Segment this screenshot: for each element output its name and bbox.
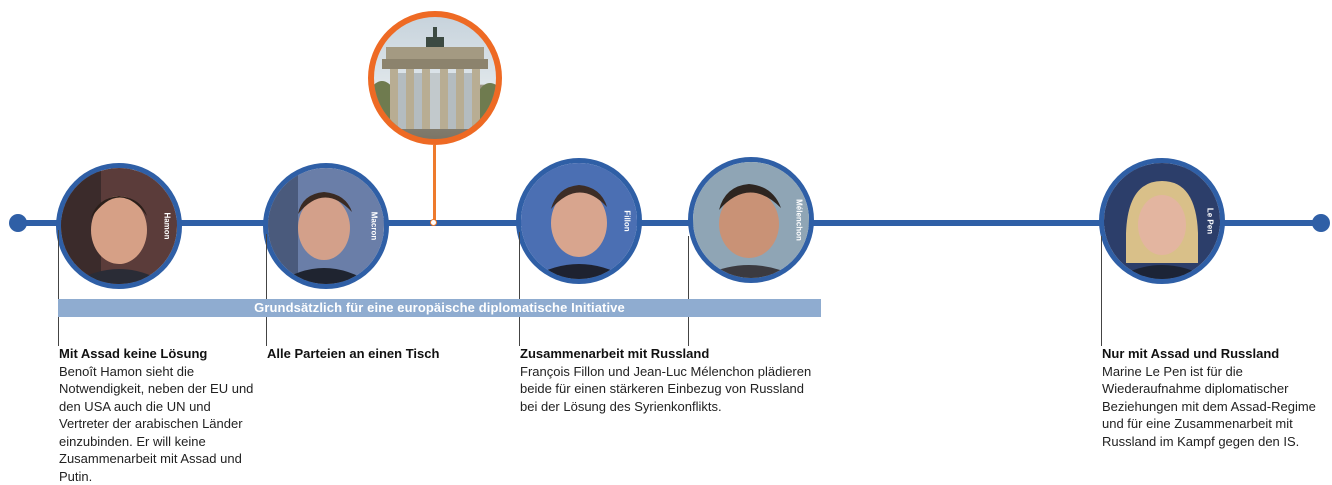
diplomatic-initiative-banner: Grundsätzlich für eine europäische diplo… — [58, 299, 821, 317]
axis-end-dot — [1312, 214, 1330, 232]
note-hamon: Mit Assad keine Lösung Benoît Hamon sieh… — [59, 345, 259, 485]
note-heading: Alle Parteien an einen Tisch — [267, 346, 440, 361]
portrait-macron: Macron — [263, 163, 389, 289]
note-body: Benoît Hamon sieht die Notwendigkeit, ne… — [59, 363, 254, 484]
axis-start-dot — [9, 214, 27, 232]
note-heading: Zusammenarbeit mit Russland — [520, 346, 710, 361]
portrait-name-fillon: Fillon — [622, 210, 632, 232]
note-body: Marine Le Pen ist für die Wiederaufnahme… — [1102, 363, 1316, 449]
note-body: François Fillon und Jean-Luc Mélenchon p… — [520, 363, 812, 414]
connector-melenchon — [688, 236, 689, 346]
note-fillon-melenchon: Zusammenarbeit mit Russland François Fil… — [520, 345, 820, 415]
connector-macron — [266, 234, 267, 346]
portrait-name-macron: Macron — [369, 211, 379, 241]
note-macron: Alle Parteien an einen Tisch — [267, 345, 497, 363]
connector-fillon — [519, 232, 520, 346]
brandenburg-gate-icon — [368, 11, 502, 145]
center-marker-dot — [430, 219, 437, 226]
center-marker-stem — [433, 145, 436, 223]
note-heading: Mit Assad keine Lösung — [59, 346, 208, 361]
portrait-fillon: Fillon — [516, 158, 642, 284]
portrait-hamon: Hamon — [56, 163, 182, 289]
portrait-name-le-pen: Le Pen — [1205, 207, 1215, 235]
portrait-melenchon: Mélenchon — [688, 157, 814, 283]
note-le-pen: Nur mit Assad und Russland Marine Le Pen… — [1102, 345, 1320, 450]
portrait-name-hamon: Hamon — [162, 212, 172, 240]
timeline-axis — [18, 220, 1321, 226]
portrait-name-melenchon: Mélenchon — [794, 199, 804, 241]
note-heading: Nur mit Assad und Russland — [1102, 346, 1280, 361]
connector-hamon — [58, 230, 59, 346]
portrait-le-pen: Le Pen — [1099, 158, 1225, 284]
connector-le-pen — [1101, 236, 1102, 346]
